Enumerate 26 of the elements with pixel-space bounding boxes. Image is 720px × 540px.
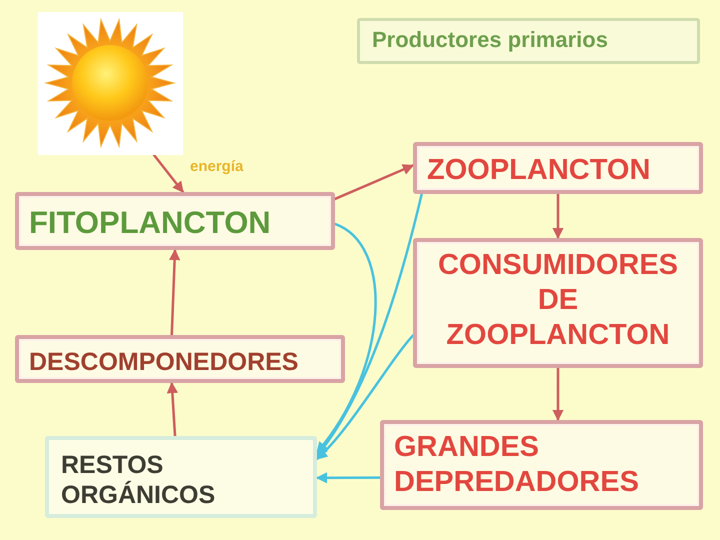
node-text: GRANDES DEPREDADORES <box>394 430 640 500</box>
arrow <box>169 248 180 336</box>
arrow <box>552 192 564 240</box>
concept-box <box>45 436 317 518</box>
node-text: ZOOPLANCTON <box>427 153 650 188</box>
node-text: FITOPLANCTON <box>29 204 271 242</box>
arrow <box>166 382 178 438</box>
concept-box <box>413 142 703 194</box>
node-text: CONSUMIDORES DE ZOOPLANCTON <box>436 248 680 352</box>
node-text: RESTOS ORGÁNICOS <box>61 450 216 510</box>
arrow <box>316 222 377 454</box>
edge-label: energía <box>188 158 246 175</box>
node-text: DESCOMPONEDORES <box>29 347 298 377</box>
concept-box <box>15 192 335 250</box>
arrow <box>552 366 564 422</box>
concept-box <box>413 238 703 368</box>
arrow <box>316 472 382 484</box>
node-text: Productores primarios <box>372 27 608 54</box>
concept-box <box>380 420 703 510</box>
arrow <box>316 334 414 460</box>
sun-drawing <box>38 12 183 155</box>
category-box <box>357 18 700 64</box>
arrow <box>152 154 184 194</box>
concept-box <box>15 335 345 383</box>
arrow <box>316 192 423 457</box>
arrow <box>334 164 414 200</box>
